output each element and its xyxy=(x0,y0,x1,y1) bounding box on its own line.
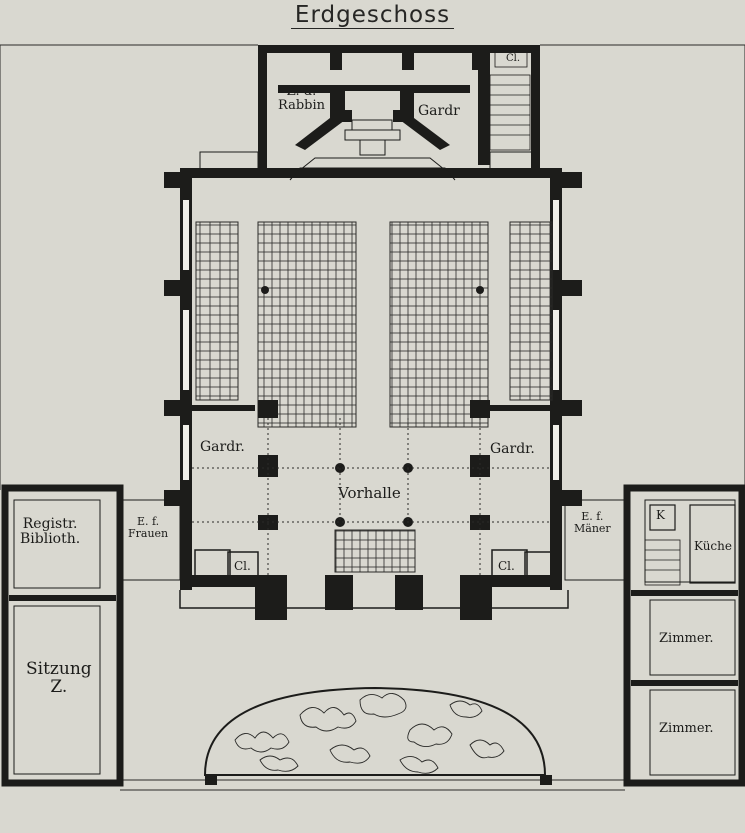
room-gardr-left-label: Gardr. xyxy=(200,439,245,455)
room-k-label: K xyxy=(656,508,665,522)
room-zimmer2-label: Zimmer. xyxy=(659,721,714,736)
site-boundary xyxy=(0,44,745,791)
room-kuche-label: Küche xyxy=(694,539,732,553)
room-cl-right-label: Cl. xyxy=(498,559,515,573)
pew-block-center-left xyxy=(257,221,357,428)
room-gardr-top-label: Gardr xyxy=(418,103,460,119)
room-cl-top-label: Cl. xyxy=(506,53,521,64)
pew-block-center-right xyxy=(389,221,489,428)
pew-block-right-outer xyxy=(509,221,553,401)
entrance-side-rooms xyxy=(179,549,569,609)
room-zimmer1-label: Zimmer. xyxy=(659,631,714,646)
room-ef-maner-label: E. f. Mäner xyxy=(574,510,611,535)
plan-title-text: Erdgeschoss xyxy=(290,2,455,29)
apse-annex xyxy=(199,45,540,181)
garden xyxy=(203,686,552,785)
dotted-lines xyxy=(192,418,550,575)
pew-block-left-outer xyxy=(195,221,239,401)
room-registr-label: Registr. Biblioth. xyxy=(20,516,81,547)
room-ef-frauen-label: E. f. Frauen xyxy=(128,515,169,540)
room-cl-left-label: Cl. xyxy=(234,559,251,573)
room-sitzung-label: Sitzung Z. xyxy=(26,659,92,697)
room-rabbin-label: Z. d. Rabbin xyxy=(278,84,326,113)
room-gardr-right-label: Gardr. xyxy=(490,441,535,457)
plan-title: Erdgeschoss xyxy=(0,2,745,29)
pews xyxy=(195,221,553,573)
right-wing xyxy=(623,484,745,787)
main-hall-walls xyxy=(164,168,582,620)
side-windows xyxy=(183,200,559,480)
left-wing xyxy=(1,484,124,787)
room-vorhalle-label: Vorhalle xyxy=(338,484,401,502)
pew-block-entrance xyxy=(334,529,416,573)
